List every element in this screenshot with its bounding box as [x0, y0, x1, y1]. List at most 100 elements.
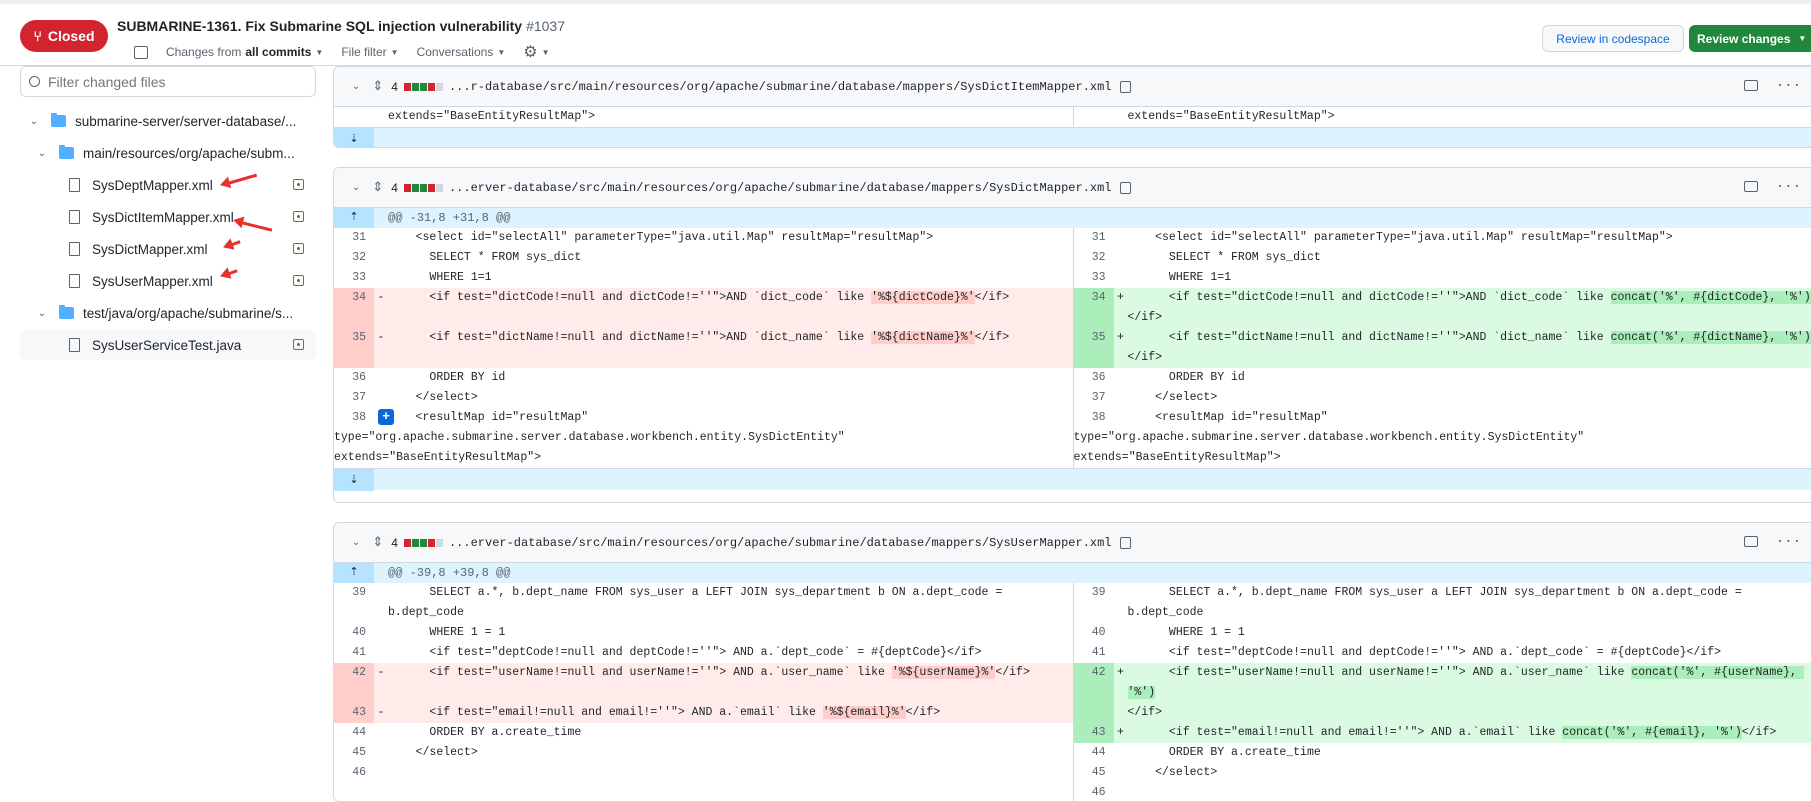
deleted-line[interactable]: 35- <if test="dictName!=null and dictNam…: [334, 328, 1073, 368]
chevron-down-icon: ▼: [542, 48, 550, 57]
tree-file[interactable]: SysDeptMapper.xml: [69, 170, 213, 200]
file-path[interactable]: ...r-database/src/main/resources/org/apa…: [449, 80, 1112, 94]
diff-file-card: ⌄ ⇕ 4 ...erver-database/src/main/resourc…: [333, 522, 1811, 802]
diff-file-header[interactable]: ⌄ ⇕ 4 ...erver-database/src/main/resourc…: [334, 168, 1811, 208]
diff-left: extends="BaseEntityResultMap">: [334, 107, 1073, 127]
diff-line[interactable]: 45 </select>: [1074, 763, 1811, 783]
diff-line[interactable]: 37 </select>: [334, 388, 1073, 408]
file-path[interactable]: ...erver-database/src/main/resources/org…: [449, 181, 1112, 195]
expand-bottom-row[interactable]: ⇣: [334, 468, 1811, 490]
review-in-codespace-button[interactable]: Review in codespace: [1542, 25, 1684, 52]
diff-line[interactable]: 40 WHERE 1 = 1: [1074, 623, 1811, 643]
deleted-line[interactable]: 43- <if test="email!=null and email!=''"…: [334, 703, 1073, 723]
diff-line[interactable]: 41 <if test="deptCode!=null and deptCode…: [1074, 643, 1811, 663]
kebab-icon[interactable]: ···: [1776, 78, 1801, 94]
comment-icon[interactable]: [1744, 80, 1758, 91]
added-line[interactable]: 34+ <if test="dictCode!=null and dictCod…: [1074, 288, 1811, 328]
folder-icon: [59, 307, 74, 319]
file-icon: [69, 274, 80, 288]
expand-icon[interactable]: ⇕: [372, 535, 383, 550]
conversations-dropdown[interactable]: Conversations▼: [417, 45, 506, 59]
expand-bottom-row[interactable]: ⇣: [334, 127, 1811, 148]
file-path[interactable]: ...erver-database/src/main/resources/org…: [449, 536, 1112, 550]
expand-up-icon[interactable]: ⇡: [334, 208, 374, 228]
diff-line[interactable]: 39 SELECT a.*, b.dept_name FROM sys_user…: [334, 583, 1073, 623]
diff-left: 31 <select id="selectAll" parameterType=…: [334, 228, 1073, 468]
modified-icon: [293, 339, 304, 350]
diff-line[interactable]: 31 <select id="selectAll" parameterType=…: [334, 228, 1073, 248]
diff-line[interactable]: 36 ORDER BY id: [1074, 368, 1811, 388]
diff-file-card: ⌄ ⇕ 4 ...r-database/src/main/resources/o…: [333, 66, 1811, 148]
expand-icon[interactable]: ⇕: [372, 180, 383, 195]
filter-input[interactable]: [48, 74, 298, 90]
added-line[interactable]: 35+ <if test="dictName!=null and dictNam…: [1074, 328, 1811, 368]
kebab-icon[interactable]: ···: [1776, 179, 1801, 195]
diff-line[interactable]: 46: [334, 763, 1073, 783]
comment-icon[interactable]: [1744, 536, 1758, 547]
filter-changed-files[interactable]: [20, 66, 316, 97]
diff-line[interactable]: 46: [1074, 783, 1811, 802]
diff-line[interactable]: 32 SELECT * FROM sys_dict: [1074, 248, 1811, 268]
copy-icon[interactable]: [1120, 537, 1131, 549]
chevron-down-icon: ▼: [315, 48, 323, 57]
review-changes-button[interactable]: Review changes▼: [1689, 25, 1811, 52]
diff-left: 39 SELECT a.*, b.dept_name FROM sys_user…: [334, 583, 1073, 802]
diff-file-card: ⌄ ⇕ 4 ...erver-database/src/main/resourc…: [333, 167, 1811, 503]
file-icon: [69, 242, 80, 256]
comment-icon[interactable]: [1744, 181, 1758, 192]
tree-folder[interactable]: ⌄submarine-server/server-database/...: [27, 106, 296, 136]
tree-file[interactable]: SysDictMapper.xml: [69, 234, 208, 264]
diff-line[interactable]: 36 ORDER BY id: [334, 368, 1073, 388]
expand-up-icon[interactable]: ⇡: [334, 563, 374, 583]
diff-line[interactable]: 44 ORDER BY a.create_time: [334, 723, 1073, 743]
expand-down-icon[interactable]: ⇣: [334, 128, 374, 148]
diff-line[interactable]: 31 <select id="selectAll" parameterType=…: [1074, 228, 1811, 248]
status-badge: ⑂ Closed: [20, 20, 108, 52]
sidebar-toggle-icon[interactable]: [134, 46, 148, 59]
diff-line[interactable]: 32 SELECT * FROM sys_dict: [334, 248, 1073, 268]
hunk-header: ⇡@@ -39,8 +39,8 @@: [334, 563, 1811, 583]
tree-file[interactable]: SysUserMapper.xml: [69, 266, 213, 296]
copy-icon[interactable]: [1120, 81, 1131, 93]
added-line[interactable]: 42+ <if test="userName!=null and userNam…: [1074, 663, 1811, 723]
chevron-down-icon[interactable]: ⌄: [352, 182, 360, 194]
file-filter-dropdown[interactable]: File filter▼: [341, 45, 398, 59]
expand-down-icon[interactable]: ⇣: [334, 469, 374, 491]
diff-line[interactable]: 44 ORDER BY a.create_time: [1074, 743, 1811, 763]
folder-icon: [51, 115, 66, 127]
deleted-line[interactable]: 34- <if test="dictCode!=null and dictCod…: [334, 288, 1073, 328]
kebab-icon[interactable]: ···: [1776, 534, 1801, 550]
diff-line-wrap: type="org.apache.submarine.server.databa…: [1074, 428, 1811, 448]
tree-folder[interactable]: ⌄test/java/org/apache/submarine/s...: [35, 298, 293, 328]
diff-line-wrap: type="org.apache.submarine.server.databa…: [334, 428, 1073, 448]
copy-icon[interactable]: [1120, 182, 1131, 194]
chevron-down-icon[interactable]: ⌄: [352, 537, 360, 549]
diff-line[interactable]: 40 WHERE 1 = 1: [334, 623, 1073, 643]
tree-file[interactable]: SysUserServiceTest.java: [69, 330, 241, 360]
chevron-down-icon[interactable]: ⌄: [352, 81, 360, 93]
settings-dropdown[interactable]: ⚙▼: [523, 42, 549, 62]
tree-folder[interactable]: ⌄main/resources/org/apache/subm...: [35, 138, 295, 168]
diff-file-header[interactable]: ⌄ ⇕ 4 ...erver-database/src/main/resourc…: [334, 523, 1811, 563]
diff-line[interactable]: 33 WHERE 1=1: [334, 268, 1073, 288]
diff-line[interactable]: 41 <if test="deptCode!=null and deptCode…: [334, 643, 1073, 663]
added-line[interactable]: 43+ <if test="email!=null and email!=''"…: [1074, 723, 1811, 743]
chevron-down-icon: ▼: [497, 48, 505, 57]
expand-icon[interactable]: ⇕: [372, 79, 383, 94]
file-icon: [69, 338, 80, 352]
diff-line[interactable]: 33 WHERE 1=1: [1074, 268, 1811, 288]
modified-icon: [293, 211, 304, 222]
modified-icon: [293, 179, 304, 190]
deleted-line[interactable]: 42- <if test="userName!=null and userNam…: [334, 663, 1073, 703]
tree-file[interactable]: SysDictItemMapper.xml: [69, 202, 234, 232]
diff-line[interactable]: 37 </select>: [1074, 388, 1811, 408]
chevron-down-icon: ▼: [1798, 34, 1806, 43]
diff-line[interactable]: 39 SELECT a.*, b.dept_name FROM sys_user…: [1074, 583, 1811, 623]
pr-title: SUBMARINE-1361. Fix Submarine SQL inject…: [117, 18, 565, 34]
diff-file-header[interactable]: ⌄ ⇕ 4 ...r-database/src/main/resources/o…: [334, 67, 1811, 107]
diff-line[interactable]: 45 </select>: [334, 743, 1073, 763]
diff-line[interactable]: 38+ <resultMap id="resultMap": [334, 408, 1073, 428]
hunk-header: ⇡@@ -31,8 +31,8 @@: [334, 208, 1811, 228]
diff-line[interactable]: 38 <resultMap id="resultMap": [1074, 408, 1811, 428]
